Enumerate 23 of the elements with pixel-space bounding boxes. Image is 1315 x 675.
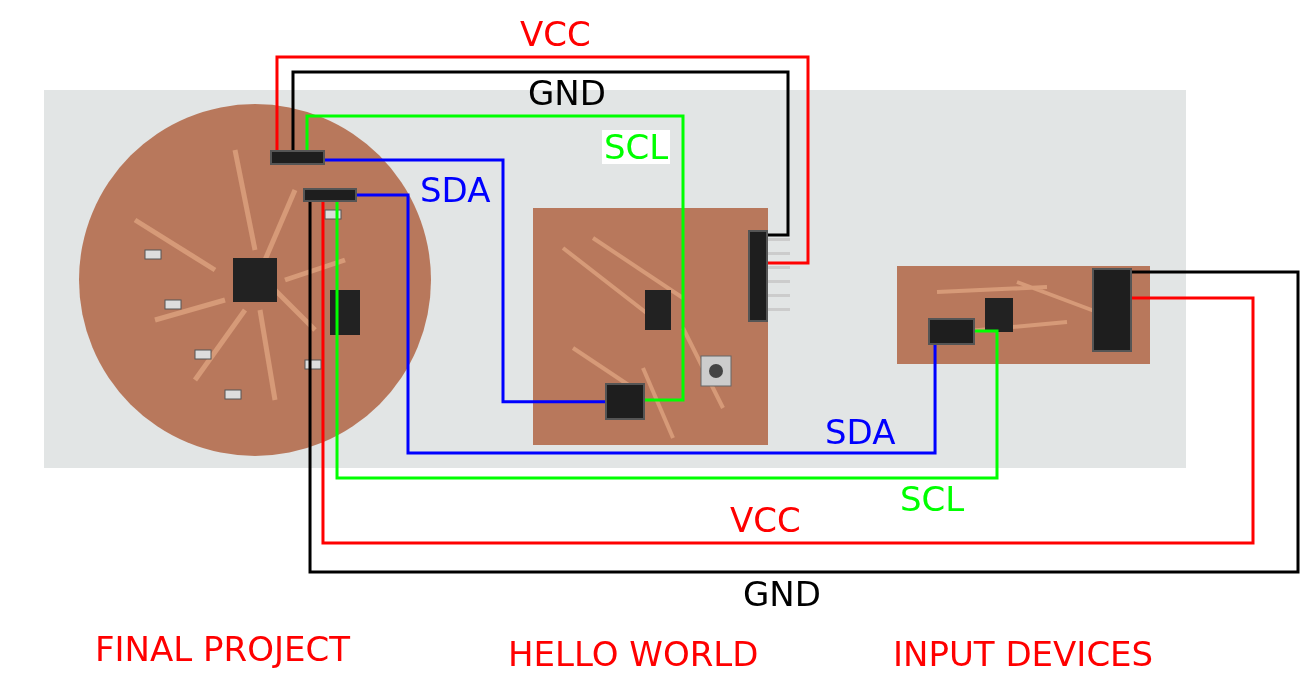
wire (335, 202, 999, 480)
pin-header (1092, 268, 1132, 352)
wire (275, 55, 810, 265)
pin-header (605, 383, 645, 420)
pin-header (928, 318, 975, 345)
pin-header (270, 150, 325, 165)
edge-label: VCC (730, 503, 801, 537)
edge-label: VCC (520, 17, 591, 51)
wire (357, 193, 937, 455)
edge-label: GND (528, 76, 606, 110)
pin-header (303, 188, 357, 202)
edge-label: SCL (602, 130, 671, 164)
board-caption: FINAL PROJECT (95, 632, 350, 666)
edge-label: GND (743, 577, 821, 611)
board-caption: INPUT DEVICES (893, 637, 1154, 671)
edge-label: SDA (825, 415, 896, 449)
wire (325, 158, 605, 404)
board-caption: HELLO WORLD (508, 637, 759, 671)
pin-header (748, 230, 768, 322)
edge-label: SCL (900, 482, 965, 516)
wire (291, 70, 790, 237)
wire (305, 114, 685, 402)
edge-label: SDA (420, 173, 491, 207)
